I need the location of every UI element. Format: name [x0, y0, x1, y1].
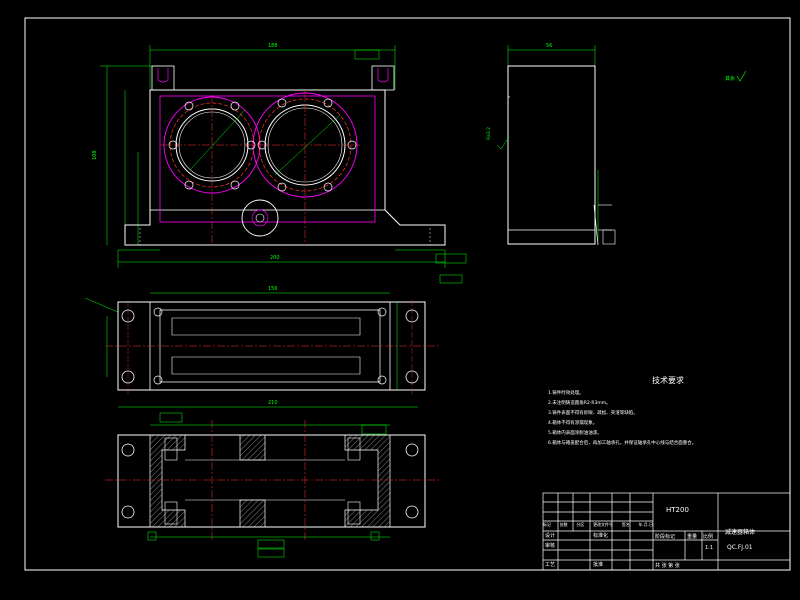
tb-design: 设计	[545, 533, 556, 539]
front-height: 108	[92, 150, 98, 160]
drawing-border	[24, 17, 791, 571]
tb-scale-label: 比例	[703, 534, 714, 540]
tech-req-list: 1.铸件时效处理。 2.未注明铸造圆角R2-R3mm。 3.铸件表面不得有砂眼、疏松…	[548, 389, 788, 449]
tb-revision-cell: 处数	[559, 522, 568, 527]
plan-view: 156 210	[84, 286, 440, 408]
tech-req-item: 4.箱体不得有渗漏现象。	[548, 421, 598, 426]
side-thickness: 56	[546, 43, 552, 49]
tech-req-item: 5.箱体内表面涂耐油油漆。	[548, 431, 602, 436]
svg-text:Ra3.2: Ra3.2	[486, 127, 492, 140]
front-overall-width: 188	[268, 43, 278, 49]
title-block-lines	[542, 492, 791, 571]
tb-process: 工艺	[545, 562, 556, 568]
front-base-width: 200	[270, 255, 280, 261]
tech-req-item: 1.铸件时效处理。	[548, 391, 584, 396]
tb-review: 审核	[545, 543, 556, 549]
tb-revision-cell: 标记	[543, 522, 551, 527]
plan-inner-width: 156	[268, 286, 278, 292]
front-view: 188 108	[92, 43, 467, 284]
tb-revision-cell: 年.月.日	[638, 522, 653, 527]
side-view: 56 Ra3.2 其余	[486, 43, 747, 246]
tech-req-item: 2.未注明铸造圆角R2-R3mm。	[548, 401, 611, 406]
tech-req-item: 3.铸件表面不得有砂眼、疏松、夹渣等缺陷。	[548, 411, 638, 416]
tb-revision-cell: 签名	[621, 522, 630, 527]
tb-stage: 阶段标记	[655, 534, 676, 540]
tb-approve: 批准	[593, 562, 604, 568]
tb-revision-cell: 更改文件号	[593, 522, 614, 527]
tb-weight: 重量	[687, 534, 698, 540]
section-view	[105, 412, 440, 558]
tech-req-title: 技术要求	[652, 376, 684, 385]
tech-requirements: 技术要求 1.铸件时效处理。 2.未注明铸造圆角R2-R3mm。 3.铸件表面不得有…	[548, 375, 788, 449]
tb-revision-row: 标记 处数 分区 更改文件号 签名 年.月.日	[543, 522, 653, 528]
roughness-note: 其余	[725, 75, 735, 82]
part-name: 减速器箱体	[725, 529, 756, 536]
tb-standardization: 标准化	[593, 533, 609, 539]
tb-revision-cell: 分区	[576, 522, 585, 527]
title-block: HT200 减速器箱体 QC.FJ.01 1:1 设计 标准化 审核 工艺 批准…	[543, 493, 790, 570]
scale: 1:1	[705, 545, 714, 551]
tech-req-item: 6.箱体与箱盖配合后，再加工轴承孔，并保证轴承孔中心线与结合面重合。	[548, 441, 697, 446]
material: HT200	[666, 506, 689, 514]
plan-overall-length: 210	[268, 400, 278, 406]
tb-sheets: 共 张 第 张	[655, 563, 680, 569]
drawing-number: QC.FJ.01	[727, 544, 753, 551]
